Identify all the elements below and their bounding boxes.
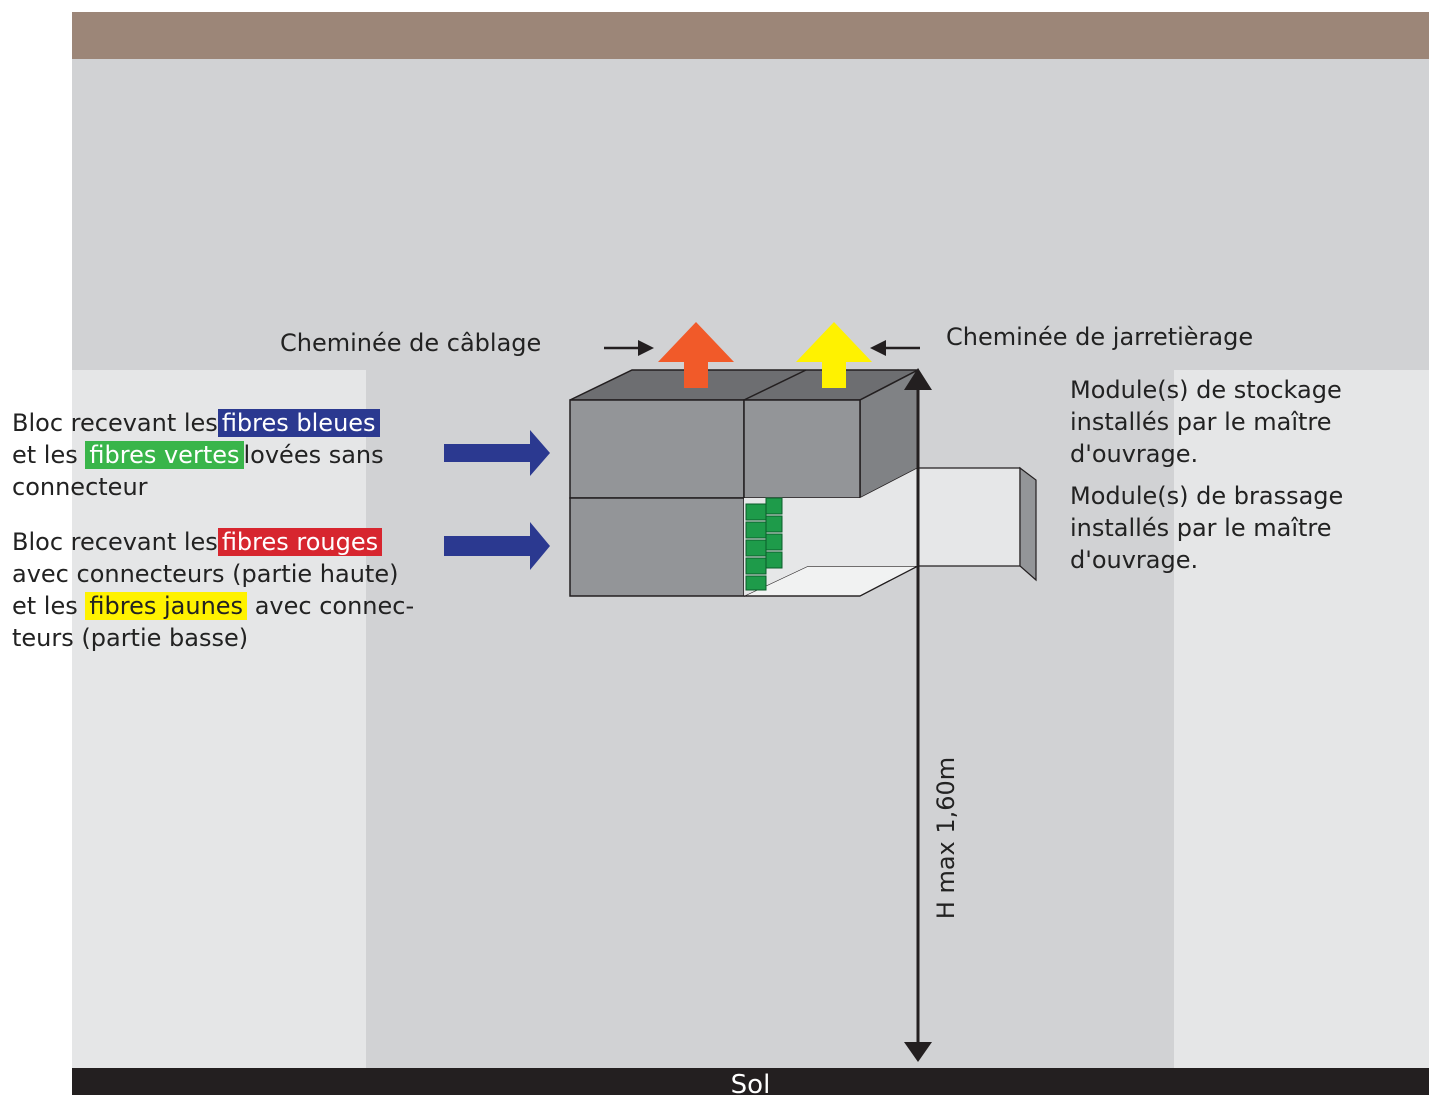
label-height: H max 1,60m bbox=[932, 756, 960, 920]
highlight-green-fibres: fibres vertes bbox=[85, 441, 244, 469]
lower-suffix: avec connec- bbox=[254, 592, 415, 620]
floor bbox=[72, 1068, 1429, 1095]
upper-mid: et les bbox=[12, 441, 78, 469]
lower-block-line-3: et les fibres jaunes avec connec- bbox=[12, 590, 414, 622]
patching-line-1: Module(s) de brassage bbox=[1070, 482, 1344, 510]
upper-prefix: Bloc recevant les bbox=[12, 409, 218, 437]
drawer-back bbox=[744, 468, 918, 596]
upper-block-left bbox=[569, 399, 745, 499]
label-storage-modules: Module(s) de stockage installés par le m… bbox=[1070, 374, 1342, 470]
storage-line-2: installés par le maître bbox=[1070, 408, 1332, 436]
wall-right-panel bbox=[1174, 370, 1429, 1068]
label-chimney-cabling: Cheminée de câblage bbox=[280, 329, 542, 357]
door-edge bbox=[1019, 466, 1037, 582]
lower-block-line-2: avec connecteurs (partie haute) bbox=[12, 560, 399, 588]
highlight-red-fibres: fibres rouges bbox=[217, 528, 383, 556]
patch-connectors bbox=[745, 497, 783, 591]
arrow-right-blue-icon-lower bbox=[444, 522, 550, 570]
highlight-blue-fibres: fibres bleues bbox=[217, 409, 380, 437]
label-patching-modules: Module(s) de brassage installés par le m… bbox=[1070, 480, 1343, 576]
arrow-up-yellow-icon bbox=[796, 322, 872, 388]
patching-line-2: installés par le maître bbox=[1070, 514, 1332, 542]
arrow-right-blue-icon-upper bbox=[444, 430, 550, 476]
top-divider bbox=[743, 369, 807, 401]
lower-block-line-4: teurs (partie basse) bbox=[12, 624, 249, 652]
upper-block-top bbox=[569, 369, 919, 401]
storage-line-1: Module(s) de stockage bbox=[1070, 376, 1342, 404]
arrow-left-small-icon bbox=[870, 340, 920, 356]
lower-block-left bbox=[569, 497, 745, 597]
highlight-yellow-fibres: fibres jaunes bbox=[85, 592, 248, 620]
arrow-right-small-icon bbox=[604, 340, 654, 356]
height-dimension-arrow bbox=[904, 368, 932, 1062]
ceiling bbox=[72, 12, 1429, 59]
upper-block-right bbox=[743, 399, 861, 499]
drawer-edge bbox=[859, 565, 919, 597]
storage-line-3: d'ouvrage. bbox=[1070, 440, 1199, 468]
door-panel bbox=[917, 467, 1021, 567]
upper-suffix: lovées sans bbox=[243, 441, 384, 469]
wall-left-panel bbox=[72, 370, 366, 1068]
label-floor: Sol bbox=[730, 1070, 771, 1100]
arrow-up-orange-icon bbox=[658, 322, 734, 388]
lower-mid: et les bbox=[12, 592, 78, 620]
lower-prefix: Bloc recevant les bbox=[12, 528, 218, 556]
upper-block-line-3: connecteur bbox=[12, 473, 148, 501]
label-chimney-patching: Cheminée de jarretièrage bbox=[946, 323, 1254, 351]
patching-line-3: d'ouvrage. bbox=[1070, 546, 1199, 574]
